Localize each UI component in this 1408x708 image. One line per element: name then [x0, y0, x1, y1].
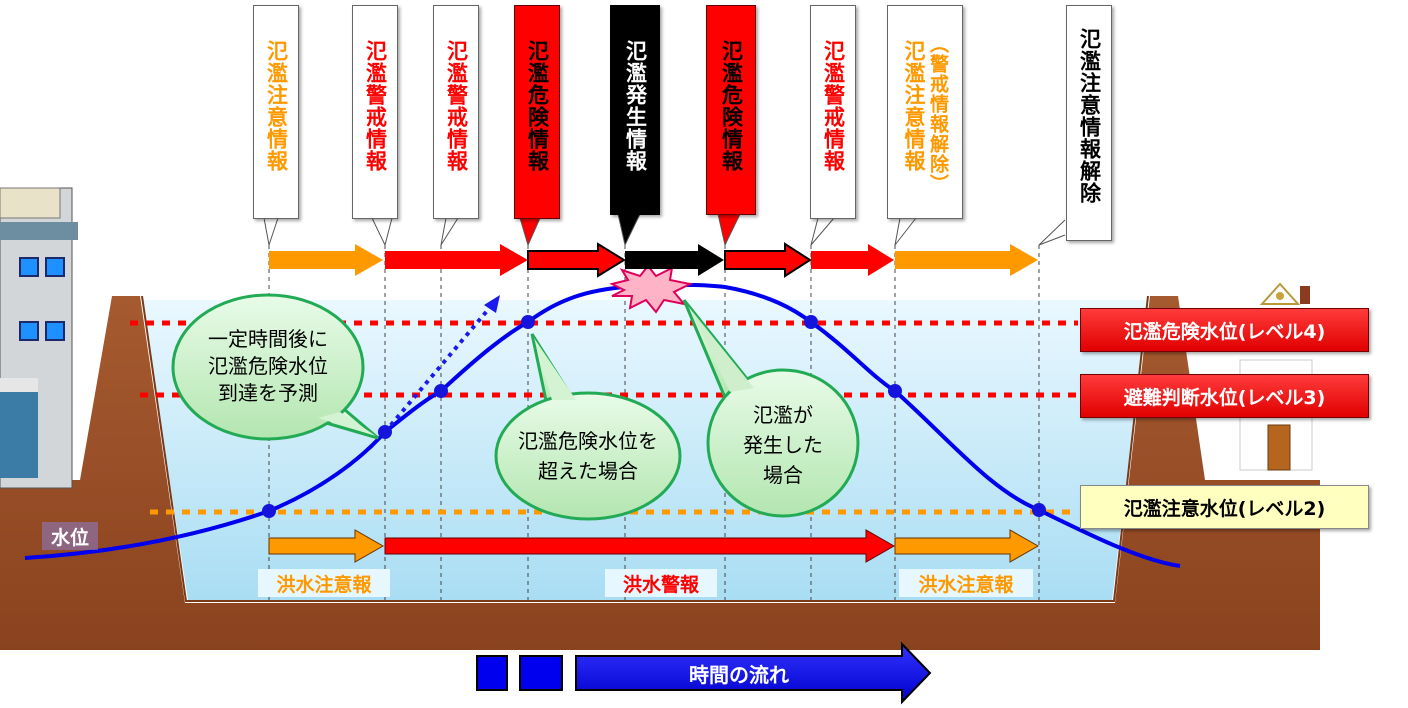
callout-text: 氾濫注意情報解除 — [1077, 28, 1102, 204]
bubble-line: 一定時間後に — [208, 327, 328, 351]
bubble-exceed-shape — [494, 333, 682, 521]
bubble-exceed: 氾濫危険水位を 超えた場合 — [498, 426, 678, 486]
bubble-predict-shape — [171, 293, 379, 441]
callout-text: 氾濫危険情報 — [525, 40, 550, 172]
level-label-evacuation: 避難判断水位(レベル3) — [1080, 374, 1369, 418]
time-flow-text: 時間の流れ — [689, 662, 789, 687]
callout-danger-2: 氾濫危険情報 — [706, 5, 756, 215]
bubble-flood-shape — [682, 299, 860, 518]
level-label-text: 避難判断水位(レベル3) — [1123, 386, 1326, 409]
forecast-text: 洪水注意報 — [276, 573, 372, 596]
bubble-line: 超えた場合 — [538, 459, 638, 483]
time-flow-arrow — [476, 641, 932, 705]
flood-burst-icon — [609, 264, 694, 314]
callout-caution-1: 氾濫注意情報 — [253, 5, 299, 219]
callout-warning-2: 氾濫警戒情報 — [433, 5, 479, 219]
top-phase-arrows — [269, 242, 1038, 278]
building-icon — [0, 187, 78, 489]
forecast-warning: 洪水警報 — [605, 569, 717, 597]
callout-subtext: （警戒情報解除） — [927, 34, 949, 194]
callout-text: 氾濫注意情報 — [264, 40, 289, 172]
callout-danger-1: 氾濫危険情報 — [514, 5, 560, 219]
level-label-caution: 氾濫注意水位(レベル2) — [1080, 485, 1369, 529]
prediction-arrow — [383, 295, 500, 434]
curve-points — [262, 315, 1046, 518]
bubble-line: 場合 — [763, 463, 803, 487]
level-label-text: 氾濫注意水位(レベル2) — [1123, 497, 1326, 520]
callout-text: 氾濫警戒情報 — [444, 40, 469, 172]
forecast-caution-1: 洪水注意報 — [258, 569, 390, 597]
level-label-danger: 氾濫危険水位(レベル4) — [1080, 308, 1369, 352]
bubble-line: 氾濫危険水位を — [518, 429, 658, 453]
water-level-text: 水位 — [50, 526, 89, 549]
callout-tails — [263, 213, 1066, 247]
callout-text: 氾濫注意情報 — [902, 40, 926, 172]
callout-warning-3: 氾濫警戒情報 — [810, 5, 856, 219]
callout-text: 氾濫発生情報 — [623, 40, 648, 172]
callout-text: 氾濫警戒情報 — [363, 40, 388, 172]
level-label-text: 氾濫危険水位(レベル4) — [1123, 320, 1326, 343]
callout-text: 氾濫警戒情報 — [821, 40, 846, 172]
bubble-line: 到達を予測 — [218, 381, 318, 405]
callout-occurrence: 氾濫発生情報 — [610, 5, 660, 215]
forecast-caution-2: 洪水注意報 — [899, 569, 1033, 597]
forecast-arrows — [268, 529, 1040, 563]
callout-text: 氾濫危険情報 — [719, 40, 744, 172]
callout-caution-release-warning: （警戒情報解除） 氾濫注意情報 — [887, 5, 963, 219]
callout-caution-release: 氾濫注意情報解除 — [1066, 5, 1112, 241]
forecast-text: 洪水警報 — [622, 573, 699, 596]
time-flow-label: 時間の流れ — [576, 656, 902, 690]
water-level-label: 水位 — [42, 522, 98, 550]
callout-warning-1: 氾濫警戒情報 — [352, 5, 398, 219]
bubble-line: 氾濫が — [753, 403, 813, 427]
bubble-predict: 一定時間後に 氾濫危険水位 到達を予測 — [178, 326, 358, 407]
bubble-flood: 氾濫が 発生した 場合 — [713, 400, 853, 490]
bubble-line: 発生した — [743, 433, 823, 457]
bubble-line: 氾濫危険水位 — [208, 354, 328, 378]
forecast-text: 洪水注意報 — [918, 573, 1014, 596]
